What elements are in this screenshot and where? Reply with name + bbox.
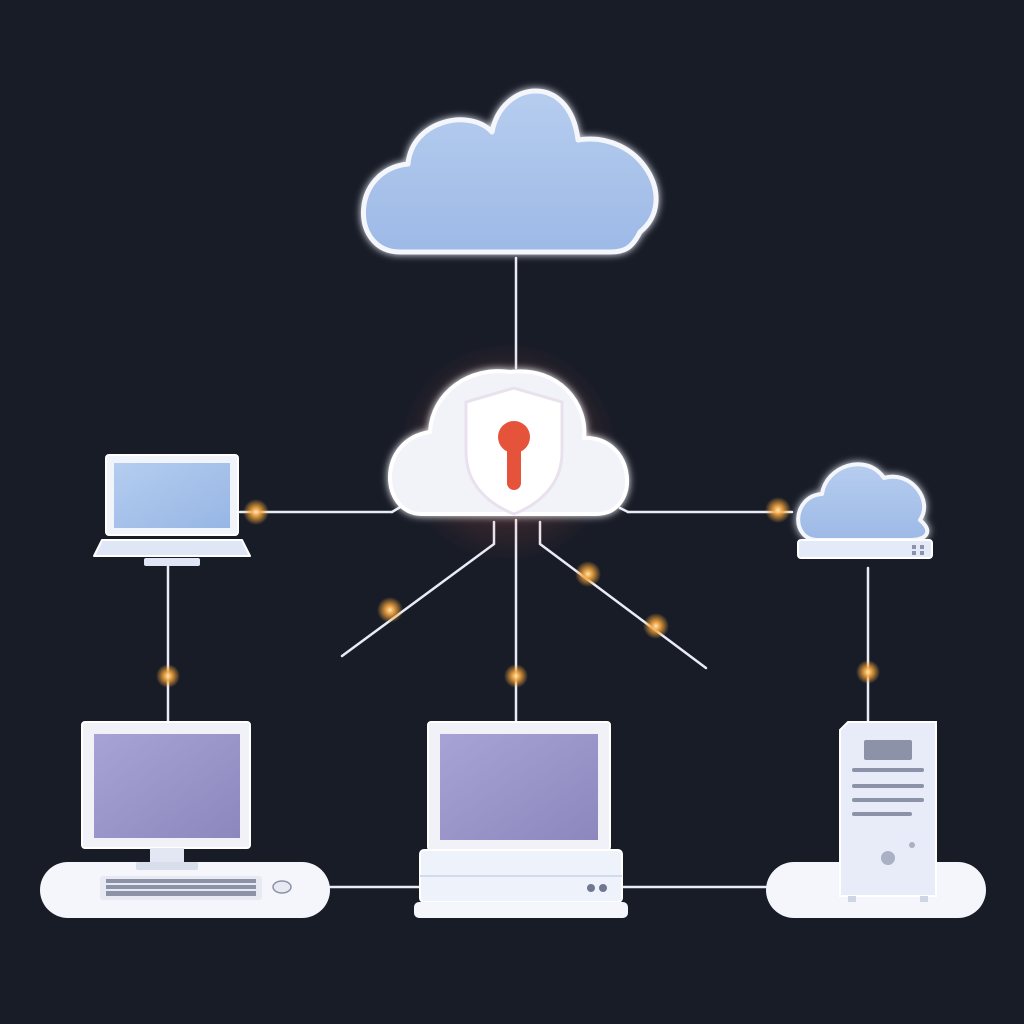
laptop-stand [144,558,200,566]
glow-dot [643,613,669,639]
power-button-icon [881,851,895,865]
cloud-base-plate [797,539,933,559]
glow-dot [575,561,601,587]
cloud-icon [361,88,659,255]
laptop-screen [114,463,230,528]
server-tower-icon [766,721,986,918]
laptop-base [93,539,251,557]
keyhole-icon [498,421,530,490]
server-display [864,740,912,760]
glow-dot [156,664,180,688]
keyboard-icon [100,876,262,900]
glow-dot [765,497,791,523]
glow-dot [504,664,528,688]
terminal-screen [440,734,598,840]
mouse-icon [272,880,292,894]
monitor-neck [150,848,184,864]
glow-dot [377,597,403,623]
desktop-screen [94,734,240,838]
link-hub-small-cloud-stub [618,506,630,514]
server-vent-lines [852,768,924,816]
monitor-terminal-icon [414,721,628,918]
server-case [839,721,937,897]
laptop-icon [93,454,251,566]
glow-dot [243,499,269,525]
data-glow-dots [156,497,880,688]
monitor-foot [136,862,198,870]
terminal-stand [414,902,628,918]
glow-dot [856,660,880,684]
cloud-icon [796,462,933,559]
cloud-shield-lock-icon [388,369,629,516]
desktop-computer-icon [40,721,330,918]
